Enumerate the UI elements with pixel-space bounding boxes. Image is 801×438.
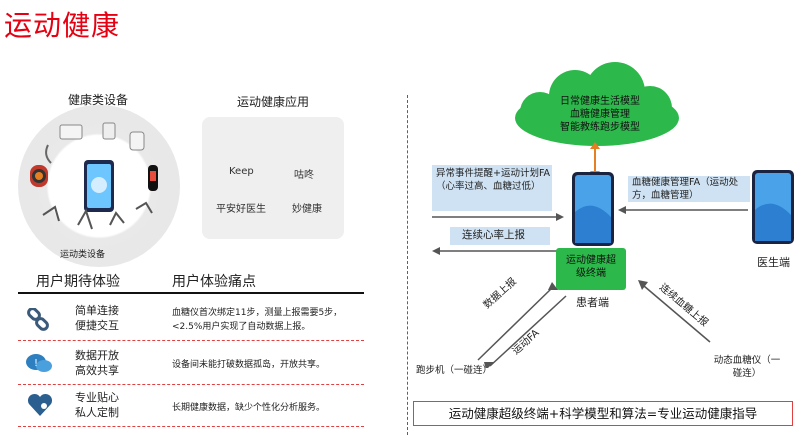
alert-arrow (432, 213, 564, 221)
cloud-shape (515, 62, 679, 146)
alert-box-text: 异常事件提醒+运动计划FA（心率过高、血糖过低） (436, 168, 551, 192)
row1-pain: 血糖仪首次绑定11步，测量上报需要5步，<2.5%用户实现了自动数据上报。 (172, 308, 343, 332)
cloud-line-2: 血糖健康管理 (570, 109, 630, 120)
row1-label-line1: 简单连接 (75, 304, 119, 317)
link-icon (27, 308, 49, 331)
terminal-box (556, 248, 626, 290)
page-title: 运动健康 (4, 9, 121, 42)
treadmill-icon (77, 208, 93, 230)
patient-phone-icon (572, 172, 614, 246)
app-keep: Keep (229, 166, 254, 177)
glucose-fa-arrow (618, 206, 748, 214)
row3-label-line1: 专业贴心 (75, 391, 119, 404)
row2-label-line1: 数据开放 (75, 349, 119, 362)
table-header-rule (18, 292, 364, 294)
elliptical-icon (109, 211, 125, 226)
row2-label-line2: 高效共享 (75, 364, 119, 377)
heart-rate-box (450, 227, 550, 245)
apps-box (202, 117, 344, 239)
row-divider (18, 426, 364, 427)
app-gudong: 咕咚 (294, 170, 314, 181)
alert-box (432, 165, 552, 211)
row3-pain: 长期健康数据，缺少个性化分析服务。 (172, 403, 326, 413)
treadmill-label: 跑步机（一碰连） (416, 365, 493, 376)
heart-rate-arrow (432, 247, 564, 255)
devices-title: 健康类设备 (68, 93, 129, 107)
row-divider (18, 340, 364, 341)
row-divider (18, 384, 364, 385)
row3-label-line2: 私人定制 (75, 406, 119, 419)
glucometer-arrow (638, 280, 711, 343)
app-miao: 妙健康 (292, 204, 322, 215)
heart-person-icon (27, 393, 53, 416)
cloud-line-1: 日常健康生活模型 (560, 96, 640, 107)
glucose-fa-box (628, 176, 750, 202)
terminal-text: 运动健康超级终端 (566, 255, 616, 279)
expectation-header: 用户期待体验 (36, 274, 120, 290)
row1-label-line2: 便捷交互 (75, 319, 119, 332)
sport-devices-label: 运动类设备 (60, 250, 106, 260)
row2-pain: 设备间未能打破数据孤岛，开放共享。 (172, 360, 326, 370)
patient-label: 患者端 (576, 296, 609, 309)
pain-header: 用户体验痛点 (172, 274, 256, 290)
cloud-line-3: 智能教练跑步模型 (560, 122, 640, 133)
bike-icon (135, 201, 153, 214)
glucometer-icon (129, 131, 145, 151)
doctor-phone-icon (752, 170, 794, 244)
app-pingan: 平安好医生 (216, 204, 266, 215)
cloud-text: 日常健康生活模型 血糖健康管理 智能教练跑步模型 (540, 95, 660, 134)
doctor-label: 医生端 (757, 256, 790, 269)
summary-box: 运动健康超级终端+科学模型和算法=专业运动健康指导 (413, 401, 793, 426)
glucometer-label: 动态血糖仪（一碰连） (713, 355, 781, 379)
glucose-fa-text: 血糖健康管理FA（运动处方，血糖管理） (632, 177, 739, 201)
thermometer-icon (102, 122, 116, 140)
svg-text:!: ! (34, 358, 38, 369)
treadmill-arrows (477, 282, 567, 368)
section-divider (407, 95, 408, 435)
heart-rate-report: 连续心率上报 (462, 229, 525, 241)
rowing-machine-icon (42, 205, 60, 222)
earphones-icon (45, 144, 52, 164)
apps-title: 运动健康应用 (237, 95, 310, 109)
devices-illustration (30, 122, 158, 230)
scale-icon (59, 124, 83, 140)
chat-bubbles-icon: ! (26, 354, 52, 372)
